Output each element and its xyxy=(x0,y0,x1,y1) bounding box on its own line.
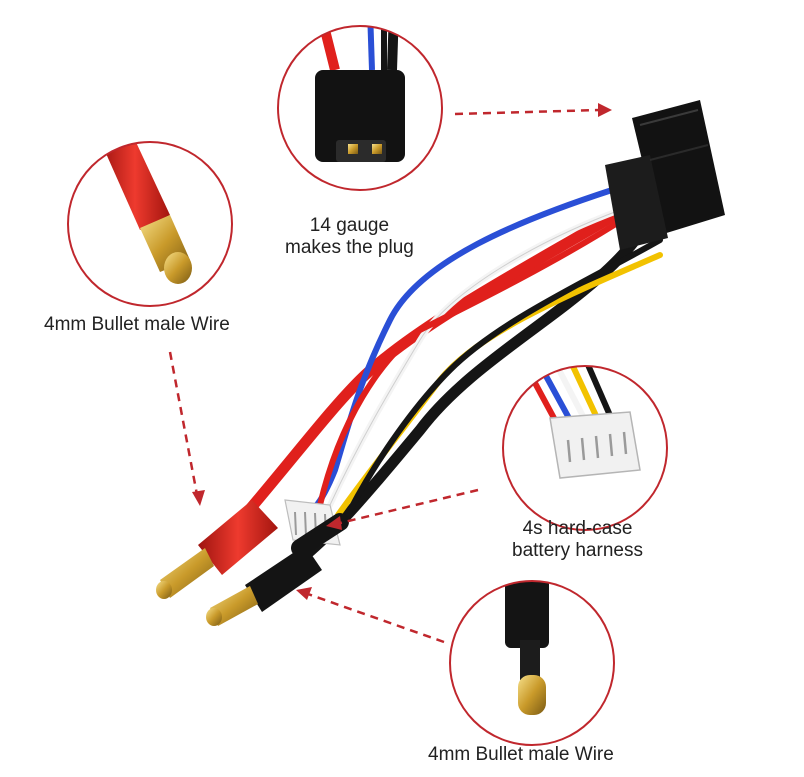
label-balance-line2: battery harness xyxy=(512,540,643,561)
red-bullet-connector xyxy=(156,500,278,599)
label-balance-line1: 4s hard-case xyxy=(522,518,633,539)
balance-white-wire-outline xyxy=(329,209,621,506)
arrow-heads xyxy=(192,103,612,600)
label-red-bullet-text: 4mm Bullet male Wire xyxy=(44,314,230,335)
callout-arrows xyxy=(168,108,601,644)
balance-red-wire xyxy=(317,212,633,508)
trx-connector xyxy=(605,100,725,250)
label-black-bullet: 4mm Bullet male Wire xyxy=(428,744,614,766)
red-main-wire xyxy=(239,194,646,521)
callout-red-bullet xyxy=(67,141,233,307)
arrow-to-trx-plug xyxy=(454,108,601,116)
label-trx-plug-line1: 14 gauge xyxy=(309,215,390,236)
balance-blue-wire xyxy=(309,187,615,513)
label-balance-harness: 4s hard-case battery harness xyxy=(512,518,643,562)
callout-black-bullet xyxy=(449,580,615,746)
label-black-bullet-text: 4mm Bullet male Wire xyxy=(428,744,614,765)
label-red-bullet: 4mm Bullet male Wire xyxy=(44,314,230,336)
callout-balance-plug xyxy=(502,365,668,531)
arrow-to-red-bullet xyxy=(168,351,200,501)
label-trx-plug: 14 gauge makes the plug xyxy=(285,215,414,259)
label-trx-plug-line2: makes the plug xyxy=(285,237,414,258)
balance-black-wire xyxy=(342,237,663,523)
arrow-to-black-bullet xyxy=(304,591,445,644)
arrow-to-balance-plug xyxy=(335,488,479,526)
callout-trx-plug xyxy=(277,25,443,191)
